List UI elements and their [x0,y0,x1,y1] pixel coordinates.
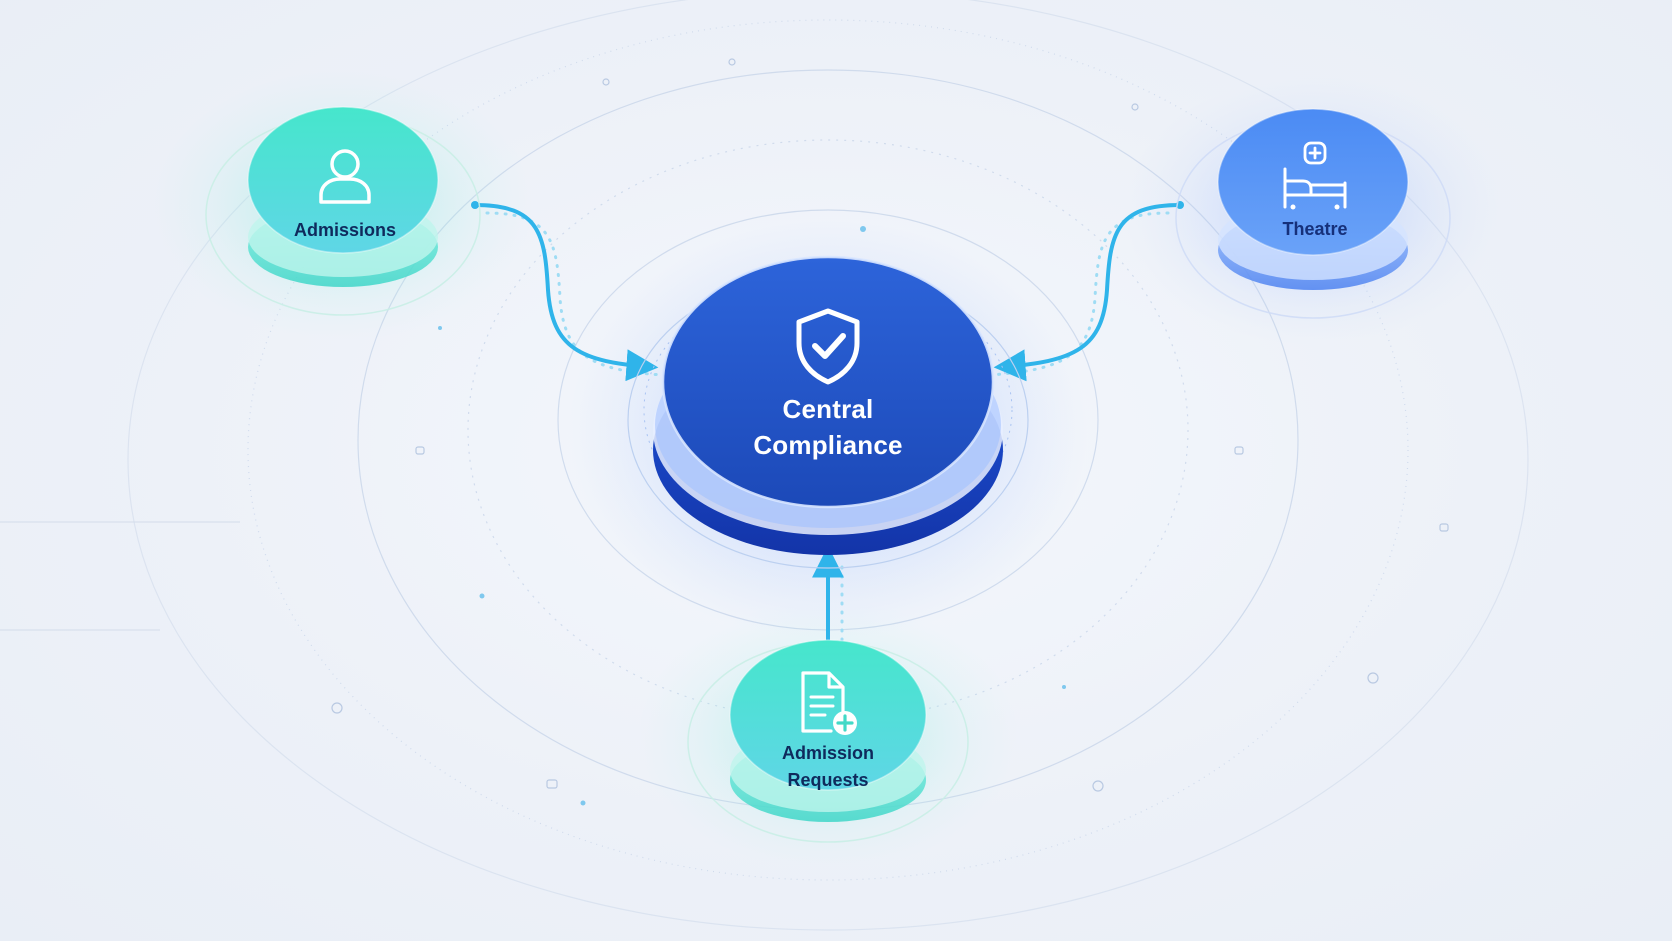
admissions-disc [205,106,481,316]
connector-requests-central [812,545,844,645]
admission-requests-node[interactable]: Admission Requests [730,650,926,810]
central-compliance-node[interactable]: Central Compliance [672,262,984,502]
background-particles [331,58,1449,792]
central-label-line1: Central [782,394,874,425]
shield-check-icon [785,303,871,389]
connector-admissions-central [471,201,664,382]
theatre-disc [1175,108,1451,319]
admissions-node[interactable]: Admissions [250,110,440,270]
requests-disc [687,639,969,843]
hospital-bed-icon [1279,141,1351,213]
theatre-label: Theatre [1282,218,1348,239]
theatre-node[interactable]: Theatre [1220,110,1410,270]
user-icon [310,140,380,210]
central-label-line2: Compliance [753,430,903,460]
requests-label-line2: Requests [787,770,869,790]
document-add-icon [795,669,861,737]
background-lines [0,521,240,631]
requests-label-line1: Admission [781,743,874,764]
admissions-label: Admissions [293,219,397,240]
